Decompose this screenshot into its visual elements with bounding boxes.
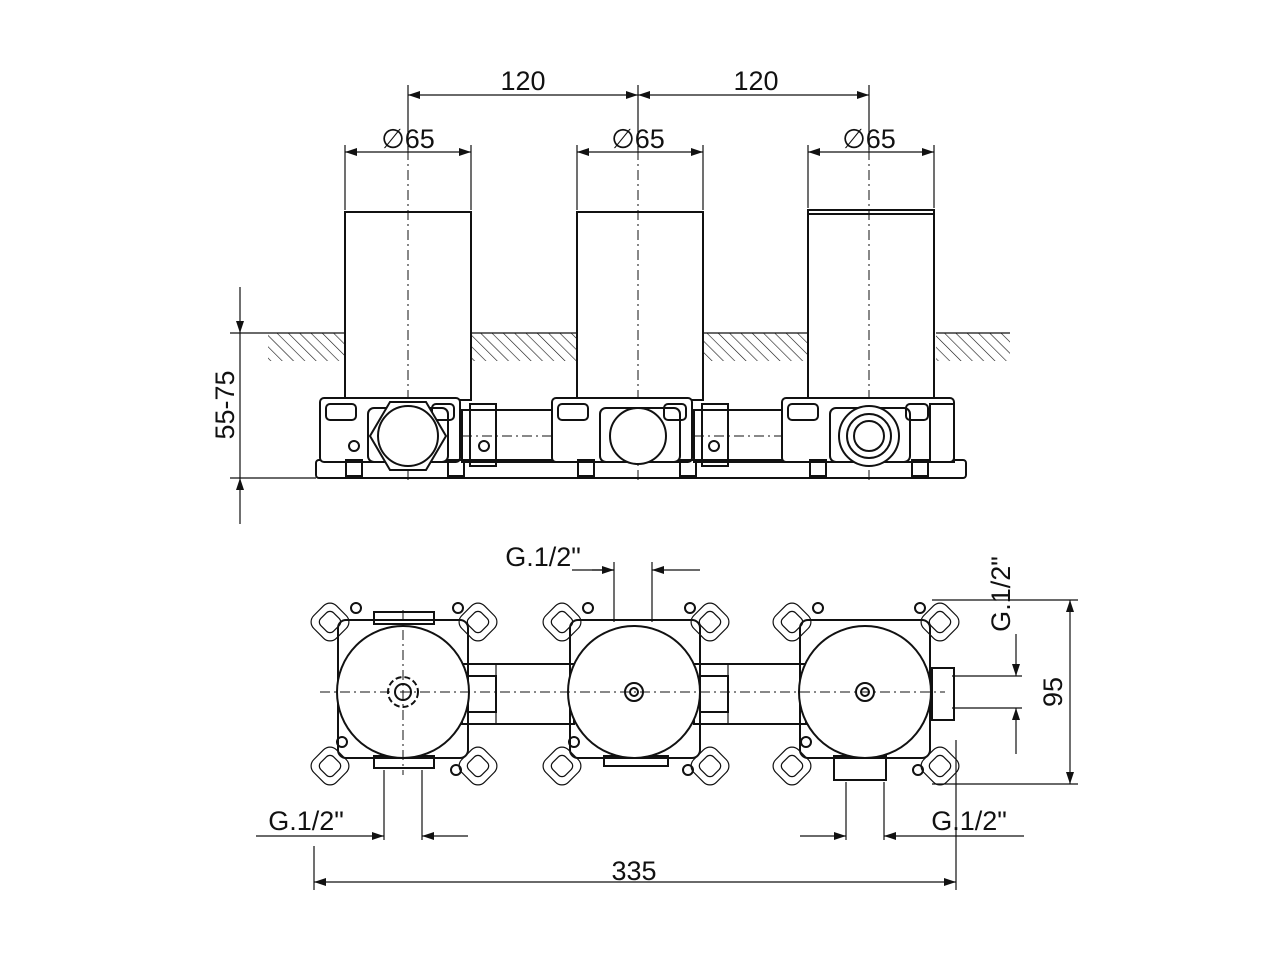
mounting-body-side	[315, 397, 967, 479]
valve-unit-1	[306, 598, 502, 790]
wall-section	[268, 332, 1010, 361]
sleeve-2	[576, 211, 704, 401]
height-label: 95	[1038, 677, 1068, 707]
connection-top-label: G.1/2"	[505, 542, 581, 572]
overall-length-label: 335	[611, 856, 656, 886]
connection-right-label: G.1/2"	[986, 556, 1016, 632]
connection-bottom-left-label: G.1/2"	[268, 806, 344, 836]
spacing-right-label: 120	[733, 66, 778, 96]
front-view: G.1/2" G.1/2" 95 G.1/2" G.1/2" 335	[256, 542, 1078, 890]
depth-range-label: 55-75	[210, 370, 240, 439]
valve-unit-3	[768, 598, 964, 790]
diameter-1-label: ∅65	[381, 124, 435, 154]
diameter-2-label: ∅65	[611, 124, 665, 154]
sleeve-3	[807, 209, 935, 401]
diameter-3-label: ∅65	[842, 124, 896, 154]
valve-unit-2	[538, 598, 734, 790]
elevation-view: 120 120 ∅65 ∅65 ∅65 55-75	[210, 66, 1010, 524]
spacing-left-label: 120	[500, 66, 545, 96]
connection-bottom-right-label: G.1/2"	[931, 806, 1007, 836]
